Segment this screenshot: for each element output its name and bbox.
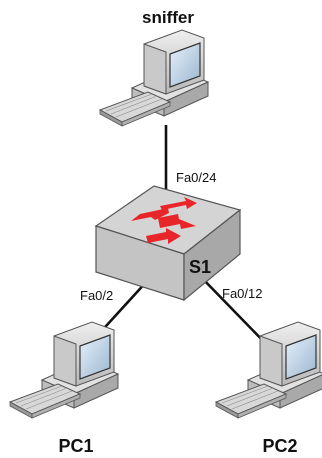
sniffer-pc-icon [99,29,209,127]
port-label-fa0-12: Fa0/12 [222,286,262,301]
pc2-label: PC2 [262,436,297,456]
cable-s1-pc2 [199,275,271,349]
pc1-label: PC1 [58,436,93,456]
port-label-fa0-2: Fa0/2 [80,288,113,303]
pc2-icon [215,321,322,419]
pc1-icon [9,321,119,419]
switch-label: S1 [189,257,211,277]
sniffer-label: sniffer [142,8,194,27]
switch-s1-icon [94,185,242,302]
port-label-fa0-24: Fa0/24 [176,170,216,185]
